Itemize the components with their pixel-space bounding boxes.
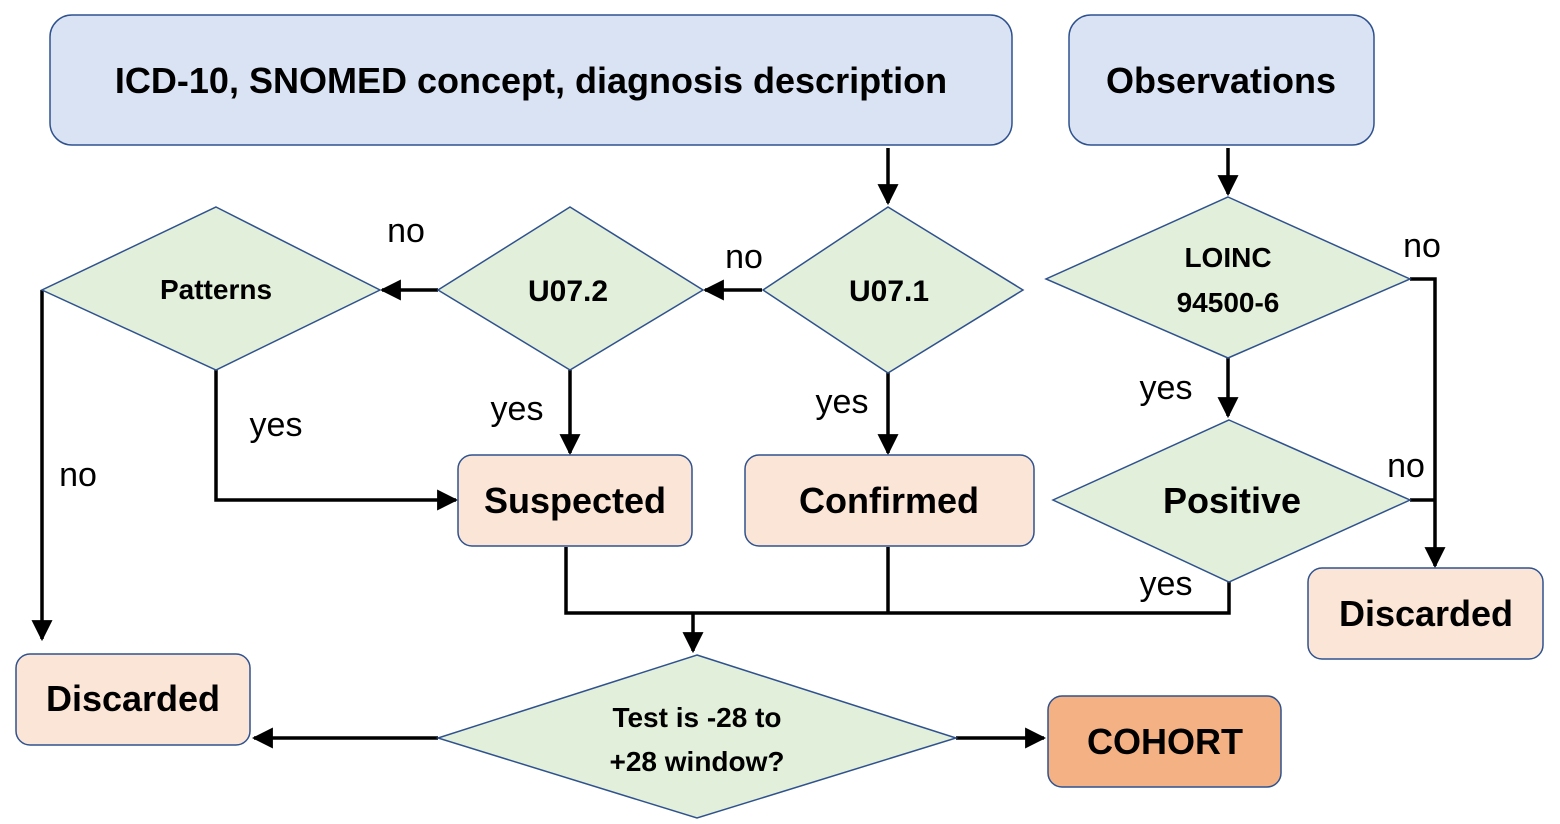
edge-label-patterns-yes: yes: [250, 406, 303, 444]
decision-positive-shape: [1051, 419, 1412, 583]
decision-patterns-shape: [40, 206, 382, 371]
decision-patterns-node: Patterns: [40, 206, 382, 371]
edge-merge-bus: [564, 547, 1231, 615]
connectors: [31, 148, 1446, 749]
source-observations-label: Observations: [1106, 60, 1336, 101]
outcome-discarded-right-box: [1307, 567, 1544, 660]
source-diagnosis-label: ICD-10, SNOMED concept, diagnosis descri…: [115, 60, 947, 101]
outcome-discarded-left-node: Discarded: [15, 653, 251, 746]
outcome-confirmed-box: [744, 454, 1035, 547]
decision-u071-shape: [761, 206, 1025, 374]
edge-label-u072-yes: yes: [491, 390, 544, 428]
decision-u072-label: U07.2: [528, 275, 608, 308]
edge-label-u071-no: no: [725, 238, 763, 276]
decision-loinc-shape: [1044, 196, 1412, 359]
outcome-discarded-left-label: Discarded: [46, 678, 220, 719]
decision-window-label-line2: +28 window?: [609, 746, 784, 777]
decision-positive-node: Positive: [1051, 419, 1412, 583]
edge-loinc-to-discarded: [1410, 277, 1446, 569]
outcome-suspected-node: Suspected: [457, 454, 693, 547]
source-observations-node: Observations: [1068, 14, 1375, 146]
decision-patterns-label: Patterns: [160, 274, 272, 305]
edge-label-positive-yes: yes: [1140, 565, 1193, 603]
outcome-confirmed-label: Confirmed: [799, 480, 979, 521]
decision-u071-label: U07.1: [849, 275, 929, 308]
outcome-cohort-box: [1047, 695, 1282, 788]
outcome-suspected-box: [457, 454, 693, 547]
outcome-discarded-right-label: Discarded: [1339, 593, 1513, 634]
edge-patterns-to-suspected: [214, 368, 459, 511]
decision-loinc-node: LOINC 94500-6: [1044, 196, 1412, 359]
decision-window-label-line1: Test is -28 to: [612, 702, 781, 733]
outcome-suspected-label: Suspected: [484, 480, 666, 521]
edge-label-loinc-no: no: [1403, 227, 1441, 265]
outcome-cohort-node: COHORT: [1047, 695, 1282, 788]
outcome-confirmed-node: Confirmed: [744, 454, 1035, 547]
source-observations-box: [1068, 14, 1375, 146]
decision-loinc-label-line1: LOINC: [1184, 242, 1271, 273]
source-diagnosis-node: ICD-10, SNOMED concept, diagnosis descri…: [49, 14, 1013, 146]
outcome-cohort-label: COHORT: [1087, 721, 1243, 762]
edge-label-patterns-no: no: [59, 456, 97, 494]
source-diagnosis-box: [49, 14, 1013, 146]
outcome-discarded-right-node: Discarded: [1307, 567, 1544, 660]
edge-label-u072-no: no: [387, 212, 425, 250]
decision-u072-shape: [436, 206, 705, 371]
edge-label-u071-yes: yes: [816, 383, 869, 421]
decision-u072-node: U07.2: [436, 206, 705, 371]
decision-loinc-label-line2: 94500-6: [1177, 287, 1280, 318]
decision-window-node: Test is -28 to +28 window?: [435, 654, 959, 819]
edge-label-loinc-yes: yes: [1140, 369, 1193, 407]
decision-window-shape: [435, 654, 959, 819]
edge-label-positive-no: no: [1387, 447, 1425, 485]
decision-positive-label: Positive: [1163, 480, 1301, 521]
decision-u071-node: U07.1: [761, 206, 1025, 374]
outcome-discarded-left-box: [15, 653, 251, 746]
